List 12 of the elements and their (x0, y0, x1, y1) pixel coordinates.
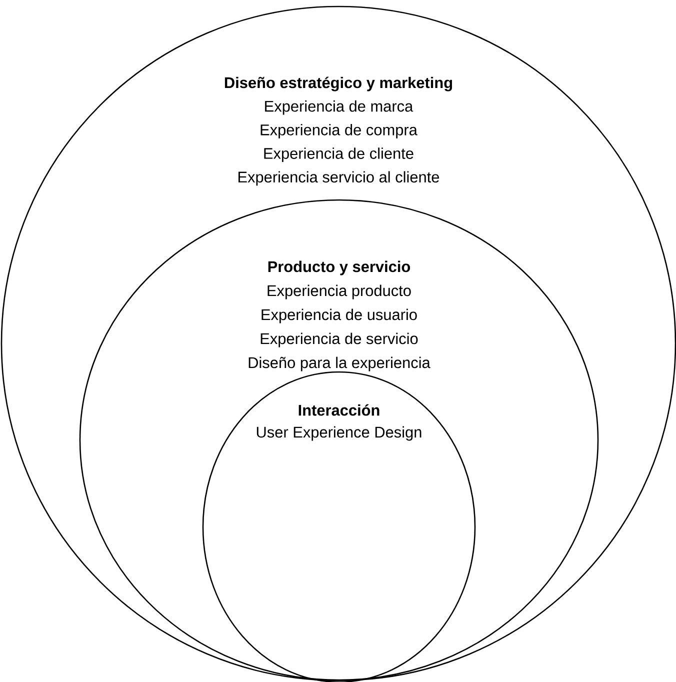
text-line: Experiencia servicio al cliente (238, 171, 440, 186)
text-line: Experiencia de servicio (260, 332, 418, 348)
text-line: Experiencia de usuario (262, 308, 417, 324)
text-line: User Experience Design (256, 426, 422, 441)
text-line: Experiencia de cliente (264, 148, 414, 162)
text-line: Diseño para la experiencia (248, 356, 430, 372)
heading: Diseño estratégico y marketing (224, 76, 452, 92)
text-line: Experiencia de marca (265, 100, 414, 115)
text-line: Experiencia producto (268, 284, 411, 300)
heading: Interacción (298, 404, 380, 416)
text-line: Experiencia de compra (260, 124, 418, 138)
heading: Producto y servicio (268, 260, 410, 276)
